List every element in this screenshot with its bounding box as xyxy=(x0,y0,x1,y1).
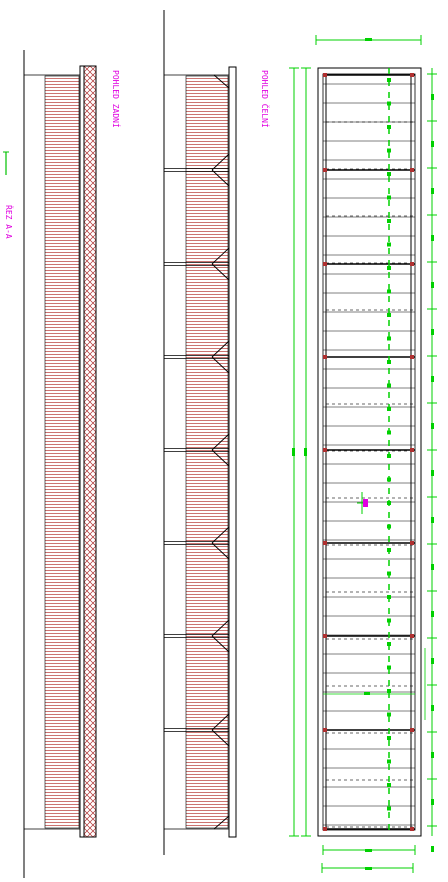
dim-right-value xyxy=(431,752,434,758)
plan-axis-mark xyxy=(387,477,391,482)
plan-post-left xyxy=(323,827,327,831)
front-column-3 xyxy=(164,340,230,374)
plan-post-left xyxy=(323,262,327,266)
dim-right-value xyxy=(431,799,434,805)
plan-axis-mark xyxy=(387,783,391,787)
front-brace-top xyxy=(213,74,230,89)
plan-post-right xyxy=(410,541,414,545)
plan-post-right xyxy=(410,73,414,77)
plan-axis-mark xyxy=(387,501,391,505)
plan-axis-mark xyxy=(387,618,391,623)
dim-right-value xyxy=(431,517,434,523)
plan-axis-mark xyxy=(387,148,391,153)
section-label: ŘEZ A-A xyxy=(4,205,15,239)
plan-post-left xyxy=(323,541,327,545)
plan-axis-mark xyxy=(387,548,391,552)
plan-axis-mark xyxy=(387,383,391,388)
dim-right-value xyxy=(431,282,434,288)
plan-axis-mark xyxy=(387,454,391,458)
plan-rafters xyxy=(323,83,415,828)
front-column-4 xyxy=(164,433,230,467)
rear-view xyxy=(23,50,97,878)
plan-post-left xyxy=(323,168,327,172)
front-column-7 xyxy=(164,713,230,747)
plan-axis-mark xyxy=(387,759,391,764)
plan-post-right xyxy=(410,448,414,452)
plan-post-right xyxy=(410,262,414,266)
plan-axis-mark xyxy=(387,642,391,646)
dim-right-value xyxy=(431,235,434,241)
plan-axis-mark xyxy=(387,313,391,317)
plan-axis-mark xyxy=(387,195,391,200)
plan-inner-frame xyxy=(322,73,416,831)
rear-view-hatched-eave xyxy=(83,65,97,838)
dim-right-value xyxy=(431,564,434,570)
front-view-cladding xyxy=(185,75,229,829)
plan-axis-mark xyxy=(387,712,391,717)
dim-right-value xyxy=(431,423,434,429)
dim-right-value xyxy=(431,376,434,382)
dim-right-value xyxy=(431,846,434,852)
front-view xyxy=(163,10,237,855)
plan-post-right xyxy=(410,827,414,831)
front-view-columns xyxy=(164,74,230,830)
plan-axis-mark xyxy=(387,289,391,294)
section-mark xyxy=(3,151,9,175)
plan-axis-mark xyxy=(387,689,391,693)
dim-right-value xyxy=(431,470,434,476)
plan-axis-mark xyxy=(387,336,391,341)
plan-post-left xyxy=(323,73,327,77)
dim-right-value xyxy=(431,188,434,194)
dim-right-value xyxy=(431,611,434,617)
dim-right-value xyxy=(431,658,434,664)
front-view-beam xyxy=(228,66,237,838)
plan-axis-mark xyxy=(387,665,391,670)
front-column-2 xyxy=(164,247,230,281)
dim-right-value xyxy=(431,329,434,335)
plan-axis-mark xyxy=(387,266,391,270)
rear-view-label: POHLED ZADNÍ xyxy=(111,70,122,128)
plan-axis-mark xyxy=(387,219,391,223)
plan-post-left xyxy=(323,634,327,638)
plan-post-right xyxy=(410,355,414,359)
plan-axis-mark xyxy=(387,407,391,411)
front-column-1 xyxy=(164,153,230,187)
front-column-6 xyxy=(164,619,230,653)
dim-right-value xyxy=(431,141,434,147)
plan-axis-mark xyxy=(387,78,391,82)
plan-inner-dimension xyxy=(323,648,426,720)
rear-view-beam xyxy=(79,65,85,838)
plan-post-right xyxy=(410,168,414,172)
plan-view xyxy=(317,67,426,837)
plan-axis-mark xyxy=(387,430,391,435)
dim-right-value xyxy=(431,94,434,100)
plan-axis-mark xyxy=(387,242,391,247)
front-column-5 xyxy=(164,526,230,560)
plan-post-right xyxy=(410,728,414,732)
plan-axis-marks xyxy=(387,78,391,811)
plan-axis-mark xyxy=(387,571,391,576)
plan-axis-mark xyxy=(387,125,391,129)
rear-view-cladding xyxy=(44,75,80,829)
front-brace-bottom xyxy=(213,815,230,830)
plan-outer-frame xyxy=(317,67,422,837)
plan-post-left xyxy=(323,355,327,359)
plan-axis-mark xyxy=(387,736,391,740)
plan-axis-mark xyxy=(387,595,391,599)
plan-axis-mark xyxy=(387,101,391,106)
plan-axis-mark xyxy=(387,524,391,529)
plan-bays xyxy=(323,73,415,831)
front-view-label: POHLED ČELNÍ xyxy=(260,70,271,128)
plan-post-right xyxy=(410,634,414,638)
plan-post-left xyxy=(323,728,327,732)
plan-axis-mark xyxy=(387,806,391,811)
plan-post-left xyxy=(323,448,327,452)
dim-right-value xyxy=(431,705,434,711)
dimension-lines xyxy=(289,35,437,873)
plan-axis-mark xyxy=(387,172,391,176)
plan-axis-mark xyxy=(387,360,391,364)
plan-section-mark xyxy=(357,492,368,514)
